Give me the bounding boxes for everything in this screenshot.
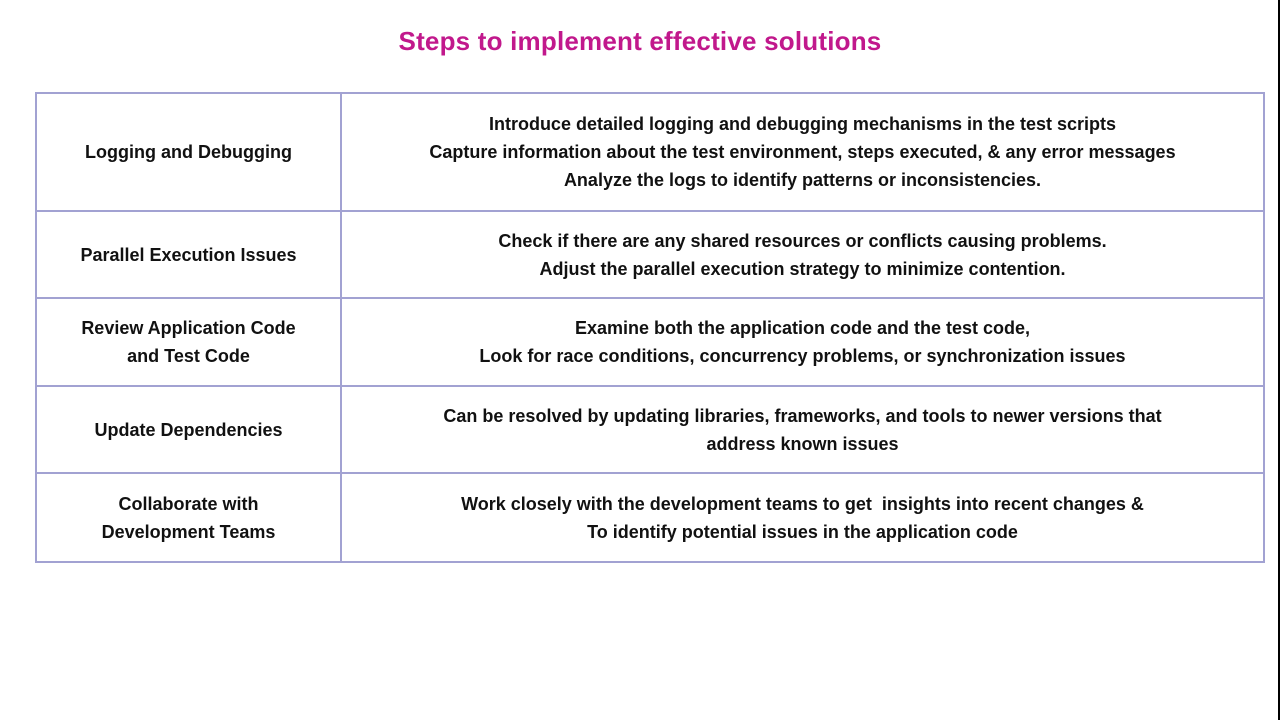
page-title: Steps to implement effective solutions — [398, 26, 882, 56]
solutions-table: Logging and Debugging Introduce detailed… — [35, 92, 1265, 563]
right-edge-line — [1278, 0, 1280, 720]
step-name-line: Review Application Code — [81, 318, 296, 338]
step-description-cell: Work closely with the development teams … — [342, 474, 1263, 561]
step-description-line: Work closely with the development teams … — [461, 493, 1144, 514]
step-description-cell: Check if there are any shared resources … — [342, 212, 1263, 297]
table-row: Review Application Code and Test Code Exa… — [37, 297, 1263, 385]
step-name-cell: Update Dependencies — [37, 387, 342, 472]
step-description-line: Analyze the logs to identify patterns or… — [563, 170, 1042, 190]
step-name-line: Parallel Execution Issues — [80, 244, 297, 265]
step-description-line: Capture information about the test envir… — [429, 142, 1176, 162]
step-name-line: and Test Code — [127, 346, 250, 366]
step-description-cell: Can be resolved by updating libraries, f… — [342, 387, 1263, 472]
step-name-line: Collaborate with — [118, 493, 259, 514]
step-name-line: Update Dependencies — [94, 419, 283, 440]
table-row: Parallel Execution Issues Check if there… — [37, 210, 1263, 297]
step-description-cell: Examine both the application code and th… — [342, 299, 1263, 385]
step-name-cell: Review Application Code and Test Code — [37, 299, 342, 385]
step-description-line: Check if there are any shared resources … — [498, 230, 1107, 251]
step-description-line: Look for race conditions, concurrency pr… — [479, 346, 1126, 366]
step-description-cell: Introduce detailed logging and debugging… — [342, 94, 1263, 210]
step-name-line: Logging and Debugging — [85, 142, 292, 162]
step-name-cell: Parallel Execution Issues — [37, 212, 342, 297]
step-name-cell: Logging and Debugging — [37, 94, 342, 210]
table-row: Update Dependencies Can be resolved by u… — [37, 385, 1263, 472]
step-description-line: Adjust the parallel execution strategy t… — [539, 258, 1066, 279]
step-description-line: Can be resolved by updating libraries, f… — [443, 405, 1162, 426]
step-description-line: address known issues — [706, 433, 899, 454]
step-name-line: Development Teams — [101, 521, 276, 542]
step-description-line: Examine both the application code and th… — [574, 318, 1031, 338]
table-row: Logging and Debugging Introduce detailed… — [37, 94, 1263, 210]
step-description-line: To identify potential issues in the appl… — [587, 521, 1018, 542]
step-description-line: Introduce detailed logging and debugging… — [488, 114, 1117, 134]
